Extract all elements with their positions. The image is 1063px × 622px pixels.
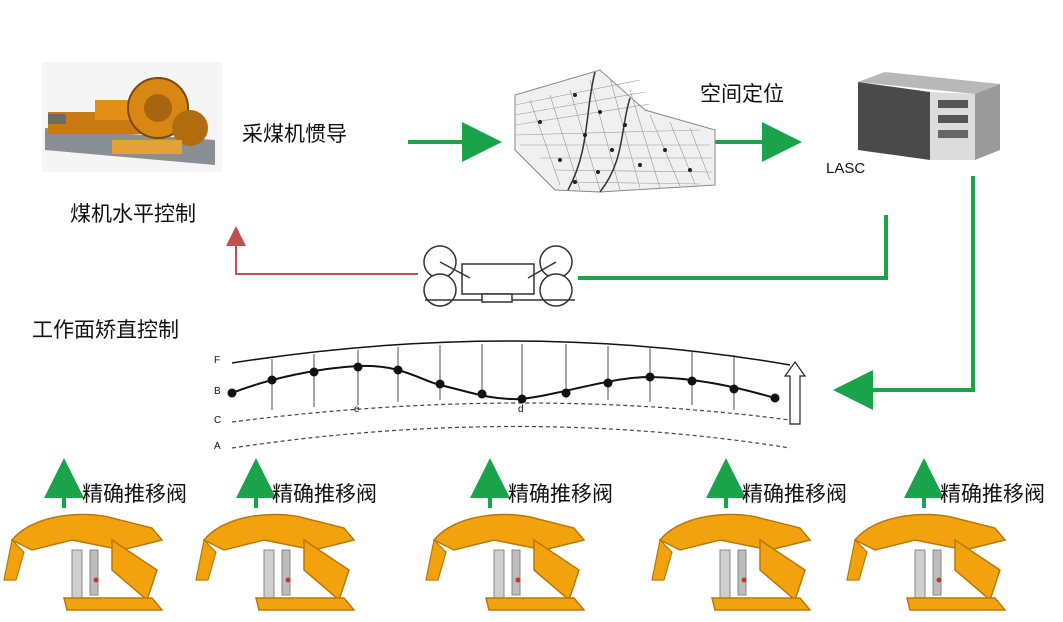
- curve-A: [231, 425, 791, 449]
- lasc-label: LASC: [826, 160, 866, 177]
- curve-label-e: e: [354, 404, 360, 415]
- mesh-grid-icon: [514, 69, 716, 193]
- valve-label-2: 精确推移阀: [272, 482, 377, 506]
- hydraulic-support-5: [846, 513, 1006, 611]
- shearer-inertial-label: 采煤机惯导: [242, 122, 347, 146]
- shearer-schematic-icon: [423, 245, 575, 307]
- valve-label-3: 精确推移阀: [508, 482, 613, 506]
- shearer-control-label: 煤机水平控制: [70, 202, 196, 226]
- curve-label-F: F: [214, 355, 221, 366]
- spatial-positioning-label: 空间定位: [700, 82, 784, 106]
- arrow-device-to-shearer-control: [226, 226, 418, 275]
- curve-label-A: A: [214, 441, 221, 452]
- curve-label-C: C: [214, 415, 222, 426]
- hydraulic-support-1: [3, 513, 163, 611]
- face-straightening-label: 工作面矫直控制: [32, 318, 179, 342]
- server-computer-icon: [858, 72, 1000, 160]
- curve-F: [231, 340, 791, 366]
- curve-C: [231, 402, 791, 423]
- valve-label-4: 精确推移阀: [742, 482, 847, 506]
- hydraulic-support-4: [651, 513, 811, 611]
- hydraulic-support-3: [425, 513, 585, 611]
- curve-B: [231, 364, 776, 401]
- valve-label-5: 精确推移阀: [940, 482, 1045, 506]
- shearer-machine-icon: [42, 62, 222, 172]
- curve-label-B: B: [214, 386, 221, 397]
- curve-label-d: d: [518, 404, 524, 415]
- hydraulic-support-2: [195, 513, 355, 611]
- valve-label-1: 精确推移阀: [82, 482, 187, 506]
- line-lasc-to-device: [578, 215, 888, 280]
- hollow-up-arrow-icon: [783, 360, 807, 425]
- arrow-lasc-to-face: [833, 176, 975, 410]
